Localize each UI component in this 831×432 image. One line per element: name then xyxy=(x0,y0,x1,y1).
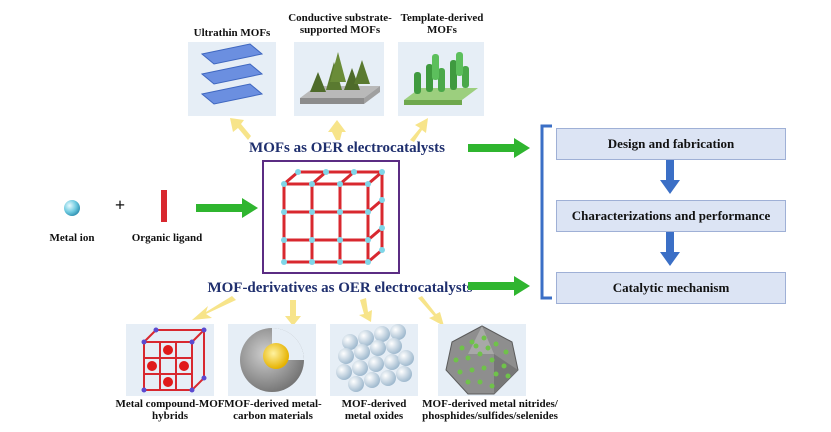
metal-oxides-image xyxy=(330,324,418,396)
design-fabrication-box: Design and fabrication xyxy=(556,128,786,160)
polyhedron-illustration xyxy=(445,325,519,395)
mof-structure-frame xyxy=(262,160,400,274)
compound-cube-illustration xyxy=(141,327,207,393)
ultrathin-mofs-image xyxy=(188,42,276,116)
characterization-box: Characterizations and performance xyxy=(556,200,786,232)
mofs-heading: MOFs as OER electrocatalysts xyxy=(249,140,445,156)
blue-arrow-down-2 xyxy=(660,232,680,266)
carbon-materials-label: MOF-derived metal-carbon materials xyxy=(224,398,322,423)
green-arrow-left xyxy=(196,198,258,218)
metal-ion-sphere xyxy=(64,200,80,216)
carbon-materials-image xyxy=(228,324,316,396)
metal-nitrides-label: MOF-derived metal nitrides/ phosphides/s… xyxy=(422,398,558,423)
derivatives-heading: MOF-derivatives as OER electrocatalysts xyxy=(207,280,473,296)
compound-mof-label: Metal compound-MOF hybrids xyxy=(115,398,225,423)
green-arrow-top-right xyxy=(468,138,530,158)
blue-bracket xyxy=(540,124,552,300)
metal-oxides-label: MOF-derived metal oxides xyxy=(341,398,407,423)
catalytic-mechanism-label: Catalytic mechanism xyxy=(612,280,730,295)
conductive-substrate-illustration xyxy=(300,52,380,104)
organic-ligand-bar xyxy=(161,190,167,222)
catalytic-mechanism-box: Catalytic mechanism xyxy=(556,272,786,304)
ultrathin-mofs-label: Ultrathin MOFs xyxy=(193,27,271,39)
design-fabrication-label: Design and fabrication xyxy=(607,136,735,151)
plus-sign: + xyxy=(114,195,126,215)
core-shell-illustration xyxy=(240,328,304,392)
template-rods-illustration xyxy=(404,52,478,105)
sphere-stack-illustration xyxy=(336,324,414,392)
template-mofs-image xyxy=(398,42,484,116)
blue-arrow-down-1 xyxy=(660,160,680,194)
green-arrow-bottom-right xyxy=(468,276,530,296)
template-mofs-label: Template-derived MOFs xyxy=(400,12,484,37)
conductive-mofs-label: Conductive substrate-supported MOFs xyxy=(288,12,392,37)
ultrathin-sheets-illustration xyxy=(200,43,264,105)
characterization-label: Characterizations and performance xyxy=(571,208,771,223)
compound-mof-image xyxy=(126,324,214,396)
metal-nitrides-image xyxy=(438,324,526,396)
organic-ligand-label: Organic ligand xyxy=(131,232,203,244)
mof-lattice-illustration xyxy=(281,169,385,265)
metal-ion-label: Metal ion xyxy=(49,232,95,244)
conductive-mofs-image xyxy=(294,42,384,116)
